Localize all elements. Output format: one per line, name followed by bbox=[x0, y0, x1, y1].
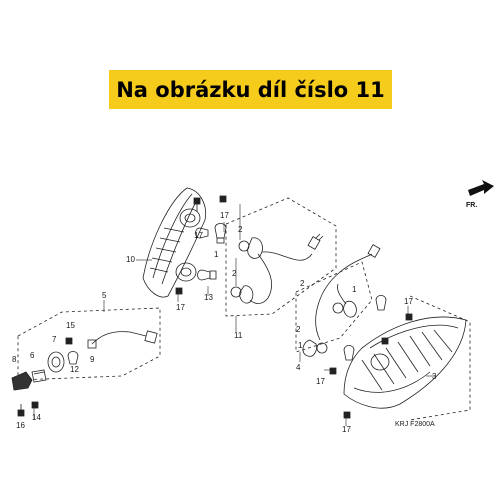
screw-17-a bbox=[193, 197, 201, 212]
bulb-12 bbox=[67, 351, 79, 365]
assembly-box-3 bbox=[409, 295, 471, 421]
callout-13: 13 bbox=[204, 293, 213, 302]
screw-17-c bbox=[219, 195, 227, 203]
callout-8: 8 bbox=[12, 355, 17, 364]
callout-2-left-lower: 2 bbox=[232, 269, 237, 278]
callout-2-right-lower: 2 bbox=[296, 325, 301, 334]
callout-5: 5 bbox=[102, 291, 107, 300]
callout-11: 11 bbox=[234, 331, 243, 340]
left-turn-signal-lens bbox=[142, 187, 207, 298]
socket-right-upper bbox=[332, 300, 357, 318]
socket-right-lower bbox=[302, 339, 328, 357]
callout-1-left: 1 bbox=[214, 250, 219, 259]
callout-15: 15 bbox=[66, 321, 75, 330]
callout-17-bulb: 17 bbox=[194, 231, 203, 240]
wire-harness-9 bbox=[87, 330, 158, 349]
callout-3: 3 bbox=[432, 372, 437, 381]
banner-text: Na obrázku díl číslo 11 bbox=[116, 77, 385, 102]
assembly-box-4 bbox=[295, 261, 373, 353]
bulb-right-upper bbox=[375, 295, 387, 311]
socket-15 bbox=[65, 337, 73, 345]
callout-17-top: 17 bbox=[220, 211, 229, 220]
callout-17-left: 17 bbox=[176, 303, 185, 312]
right-turn-signal-lens bbox=[343, 316, 467, 409]
bulb-1-left bbox=[214, 223, 227, 244]
screw-14 bbox=[31, 401, 39, 409]
bulb-right-lower bbox=[343, 345, 355, 361]
screw-17-b bbox=[175, 287, 183, 295]
bulb-upper-left bbox=[195, 227, 209, 239]
screw-17-f bbox=[329, 367, 337, 375]
callout-9: 9 bbox=[90, 355, 95, 364]
callout-2-left-upper: 2 bbox=[238, 225, 243, 234]
screw-16 bbox=[17, 404, 25, 417]
callout-2-right-upper: 2 bbox=[300, 279, 305, 288]
drawing-code: KRJ F2800A bbox=[395, 421, 435, 428]
bulb-13 bbox=[197, 269, 217, 281]
callout-7: 7 bbox=[52, 335, 57, 344]
leader-lines bbox=[33, 204, 436, 426]
callout-17-right-bottom: 17 bbox=[342, 425, 351, 434]
callout-6: 6 bbox=[30, 351, 35, 360]
screw-17-e bbox=[343, 411, 351, 419]
direction-label: FR. bbox=[466, 202, 477, 209]
callout-14: 14 bbox=[32, 413, 41, 422]
callout-10: 10 bbox=[126, 255, 135, 264]
socket-7 bbox=[47, 351, 65, 373]
callout-16: 16 bbox=[16, 421, 25, 430]
callout-1-right-lower: 1 bbox=[298, 341, 303, 350]
callout-12: 12 bbox=[70, 365, 79, 374]
direction-arrow-icon bbox=[468, 180, 494, 196]
callout-4: 4 bbox=[296, 363, 301, 372]
callout-17-right-mid: 17 bbox=[316, 377, 325, 386]
screw-17-d bbox=[405, 313, 413, 321]
socket-left-lower bbox=[230, 285, 254, 304]
side-reflector-8 bbox=[11, 371, 33, 391]
socket-left-upper bbox=[238, 237, 263, 259]
part-number-banner: Na obrázku díl číslo 11 bbox=[109, 70, 392, 109]
assembly-box-5 bbox=[17, 307, 161, 381]
lens-6 bbox=[31, 369, 47, 383]
callout-17-right-top: 17 bbox=[404, 297, 413, 306]
screw-17-g bbox=[381, 337, 389, 345]
wire-harness-11 bbox=[249, 233, 324, 304]
callout-1-right-upper: 1 bbox=[352, 285, 357, 294]
assembly-box-11 bbox=[225, 197, 337, 317]
